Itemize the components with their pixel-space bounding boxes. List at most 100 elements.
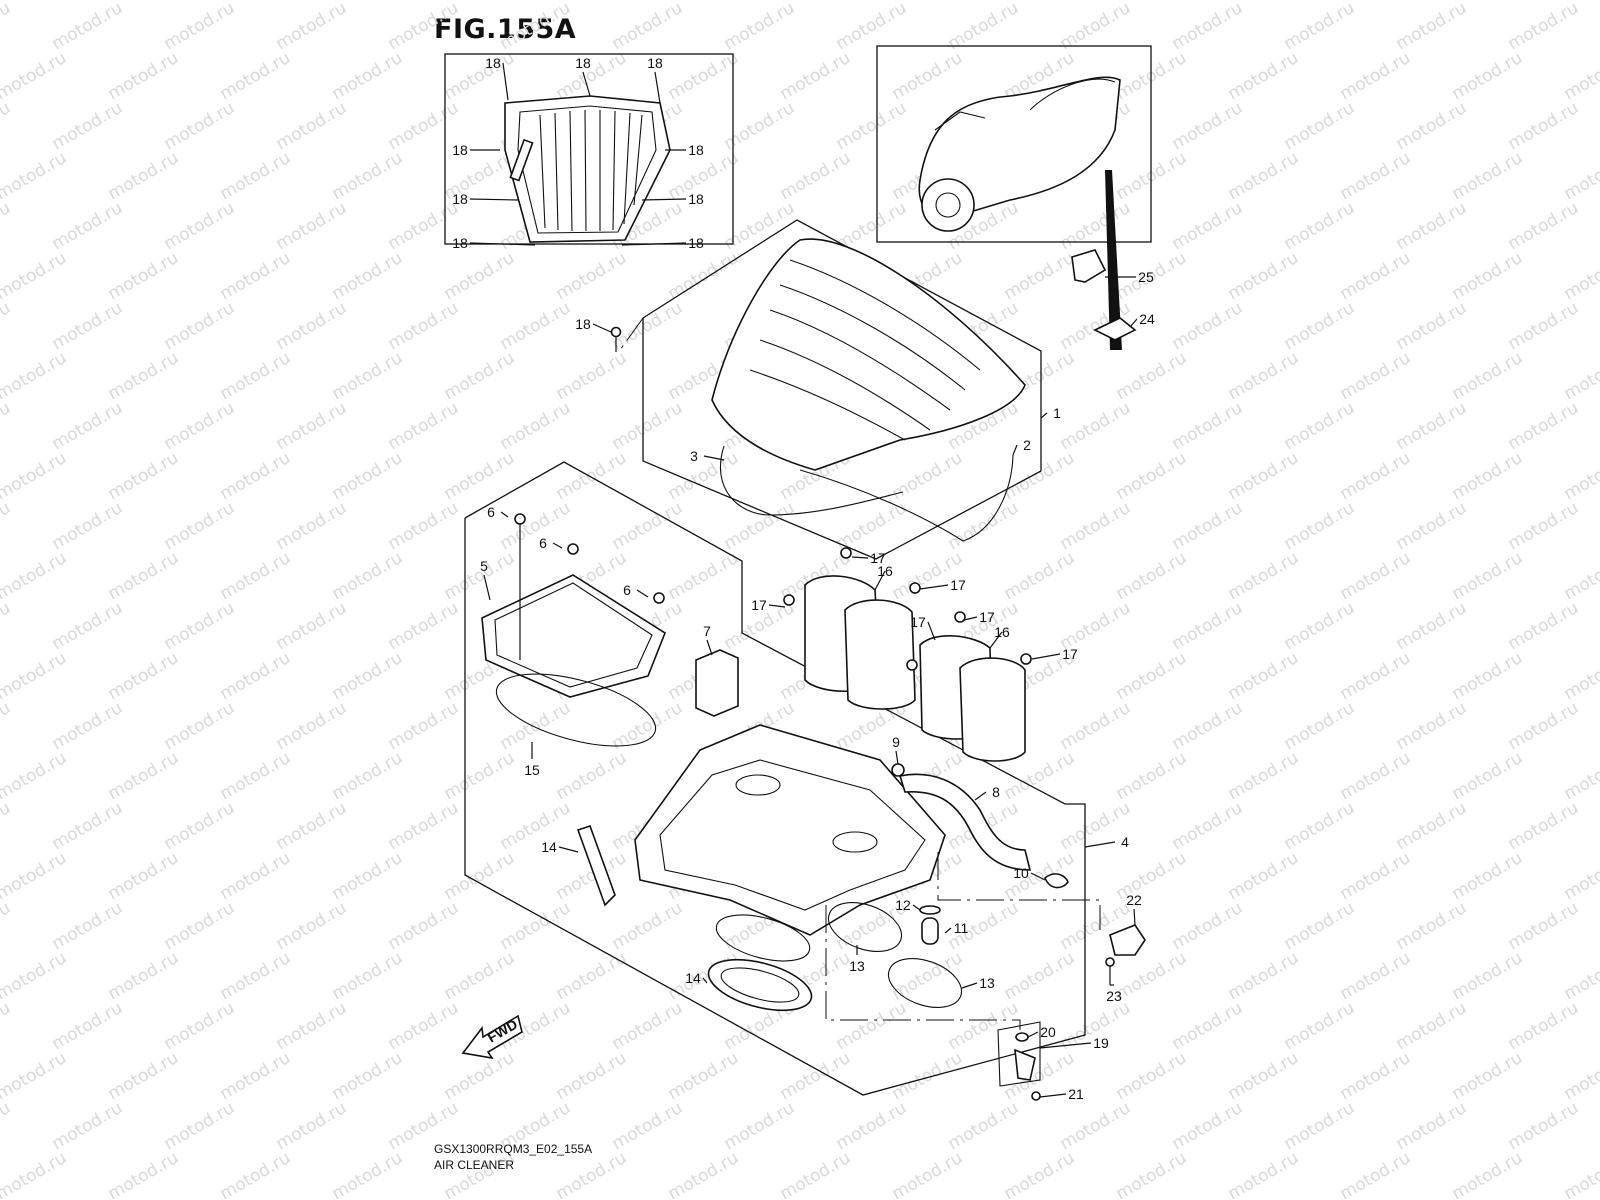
watermark-text: motod.ru bbox=[889, 448, 967, 504]
callout-16-19: 16 bbox=[877, 563, 893, 579]
watermark-text: motod.ru bbox=[385, 398, 463, 454]
case-body bbox=[634, 724, 946, 936]
watermark-text: motod.ru bbox=[1561, 848, 1600, 904]
watermark-text: motod.ru bbox=[1281, 698, 1359, 754]
watermark-text: motod.ru bbox=[1337, 1048, 1415, 1104]
watermark-text: motod.ru bbox=[105, 748, 183, 804]
watermark-text: motod.ru bbox=[1393, 698, 1471, 754]
watermark-text: motod.ru bbox=[161, 398, 239, 454]
watermark-text: motod.ru bbox=[1057, 1098, 1135, 1154]
callout-leader-23 bbox=[768, 604, 786, 608]
watermark-text: motod.ru bbox=[945, 1098, 1023, 1154]
motorcycle-hub bbox=[935, 192, 961, 218]
screw-23 bbox=[1105, 957, 1115, 967]
watermark-text: motod.ru bbox=[0, 248, 70, 304]
watermark-text: motod.ru bbox=[217, 748, 295, 804]
watermark-text: motod.ru bbox=[105, 148, 183, 204]
callout-22-31: 22 bbox=[1126, 892, 1142, 908]
filter-tab bbox=[509, 138, 534, 182]
watermark-text: motod.ru bbox=[1393, 198, 1471, 254]
watermark-text: motod.ru bbox=[105, 948, 183, 1004]
watermark-text: motod.ru bbox=[497, 298, 575, 354]
watermark-text: motod.ru bbox=[1281, 198, 1359, 254]
callout-leader-3 bbox=[1084, 841, 1116, 848]
sensor-19 bbox=[1014, 1048, 1036, 1081]
watermark-text: motod.ru bbox=[1169, 698, 1247, 754]
watermark-text: motod.ru bbox=[1505, 598, 1583, 654]
watermark-text: motod.ru bbox=[329, 1048, 407, 1104]
watermark-text: motod.ru bbox=[777, 148, 855, 204]
air-cleaner-case-4 bbox=[634, 724, 946, 936]
watermark-text: motod.ru bbox=[777, 48, 855, 104]
watermark-text: motod.ru bbox=[609, 998, 687, 1054]
watermark-text: motod.ru bbox=[0, 1148, 70, 1200]
watermark-text: motod.ru bbox=[105, 448, 183, 504]
callout-leader-20 bbox=[989, 631, 1003, 649]
watermark-text: motod.ru bbox=[1225, 348, 1303, 404]
watermark-text: motod.ru bbox=[1449, 1148, 1527, 1200]
watermark-text: motod.ru bbox=[1449, 1048, 1527, 1104]
watermark-text: motod.ru bbox=[1561, 1148, 1600, 1200]
watermark-text: motod.ru bbox=[1225, 148, 1303, 204]
callout-leader-19 bbox=[874, 570, 886, 591]
watermark-text: motod.ru bbox=[161, 498, 239, 554]
callout-20-29: 20 bbox=[1040, 1024, 1056, 1040]
watermark-text: motod.ru bbox=[49, 198, 127, 254]
guide-lines bbox=[619, 317, 1101, 1030]
watermark-text: motod.ru bbox=[1281, 1098, 1359, 1154]
watermark-text: motod.ru bbox=[1001, 248, 1079, 304]
watermark-text: motod.ru bbox=[1449, 248, 1527, 304]
watermark-text: motod.ru bbox=[105, 48, 183, 104]
watermark-text: motod.ru bbox=[945, 998, 1023, 1054]
callout-14-17: 14 bbox=[685, 970, 701, 986]
watermark-text: motod.ru bbox=[1225, 48, 1303, 104]
watermark-text: motod.ru bbox=[329, 248, 407, 304]
watermark-text: motod.ru bbox=[1281, 898, 1359, 954]
figure-title: FIG.155A bbox=[434, 14, 577, 45]
filter-element-inner bbox=[494, 582, 653, 688]
watermark-text: motod.ru bbox=[1449, 848, 1527, 904]
watermark-text: motod.ru bbox=[385, 598, 463, 654]
watermark-text: motod.ru bbox=[1001, 948, 1079, 1004]
watermark-text: motod.ru bbox=[889, 48, 967, 104]
callout-24-33: 24 bbox=[1139, 311, 1155, 327]
watermark-text: motod.ru bbox=[0, 1048, 70, 1104]
inset-callout-leader-0 bbox=[502, 62, 509, 101]
callout-leader-8 bbox=[706, 639, 713, 656]
watermark-text: motod.ru bbox=[0, 498, 14, 554]
watermark-text: motod.ru bbox=[161, 798, 239, 854]
watermark-text: motod.ru bbox=[49, 398, 127, 454]
watermark-text: motod.ru bbox=[49, 698, 127, 754]
watermark-text: motod.ru bbox=[329, 848, 407, 904]
screws-6 bbox=[514, 513, 665, 604]
watermark-text: motod.ru bbox=[1337, 548, 1415, 604]
watermark-text: motod.ru bbox=[1337, 448, 1415, 504]
watermark-text: motod.ru bbox=[721, 98, 799, 154]
inset-callout-18-1: 18 bbox=[575, 55, 591, 71]
watermark-text: motod.ru bbox=[385, 298, 463, 354]
watermark-text: motod.ru bbox=[273, 398, 351, 454]
callout-leader-28 bbox=[1039, 1042, 1092, 1049]
watermark-text: motod.ru bbox=[1225, 248, 1303, 304]
watermark-text: motod.ru bbox=[609, 898, 687, 954]
lower-assembly-frame bbox=[464, 461, 1086, 1096]
case-inner-rim bbox=[659, 759, 926, 911]
watermark-text: motod.ru bbox=[385, 798, 463, 854]
watermark-text: motod.ru bbox=[553, 1048, 631, 1104]
watermark-text: motod.ru bbox=[1393, 398, 1471, 454]
watermark-text: motod.ru bbox=[0, 748, 70, 804]
watermark-text: motod.ru bbox=[217, 948, 295, 1004]
watermark-text: motod.ru bbox=[0, 998, 14, 1054]
inset-frame bbox=[444, 53, 734, 245]
watermark-text: motod.ru bbox=[1337, 948, 1415, 1004]
watermark-text: motod.ru bbox=[105, 248, 183, 304]
watermark-text: motod.ru bbox=[0, 1098, 14, 1154]
watermark-text: motod.ru bbox=[0, 0, 70, 4]
callout-leader-33 bbox=[1129, 318, 1138, 328]
watermark-text: motod.ru bbox=[273, 598, 351, 654]
callout-6-6: 6 bbox=[539, 535, 547, 551]
inset-frame-bike bbox=[876, 45, 1152, 243]
callout-14-16: 14 bbox=[541, 839, 557, 855]
callout-leader-1 bbox=[1012, 444, 1018, 456]
callout-leader-13 bbox=[912, 904, 921, 911]
